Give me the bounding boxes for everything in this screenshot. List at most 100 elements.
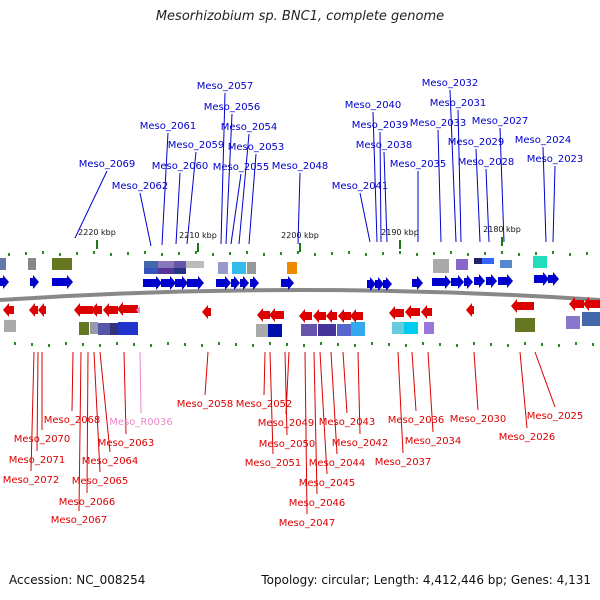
grid-dot (14, 342, 16, 345)
grid-dot (133, 343, 135, 346)
scale-tick-label: 2180 kbp (483, 225, 521, 234)
forward-gene-arrow (161, 276, 176, 290)
grid-dot (297, 251, 299, 254)
gene-label-reverse: Meso_2058 (177, 399, 234, 410)
grid-dot (218, 342, 220, 345)
gene-leader-line (99, 351, 111, 453)
gene-leader-line (383, 151, 388, 243)
forward-gene-arrow (240, 276, 249, 290)
forward-gene-arrow (486, 274, 497, 288)
forward-gene-arrow (0, 275, 9, 289)
grid-dot (280, 252, 282, 255)
grid-dot (246, 251, 248, 254)
grid-dot (303, 344, 305, 347)
gene-label-forward: Meso_2039 (352, 120, 409, 131)
grid-dot (127, 252, 129, 255)
grid-dot (235, 343, 237, 346)
forward-gene-arrow (474, 274, 485, 288)
reverse-gene-arrow (338, 309, 351, 323)
forward-gene-arrow (30, 275, 39, 289)
gene-label-forward: Meso_2054 (221, 122, 278, 133)
gene-label-reverse: Meso_2049 (258, 418, 315, 429)
gene-label-forward: Meso_2032 (422, 78, 479, 89)
reverse-gene-arrow (389, 306, 404, 320)
gene-label-reverse: Meso_2042 (332, 438, 389, 449)
feature-block (424, 322, 434, 334)
gene-leader-line (427, 351, 434, 433)
genome-summary: Topology: circular; Length: 4,412,446 bp… (261, 573, 591, 587)
rna-gene-arrow (136, 306, 140, 314)
gene-label-forward: Meso_2038 (356, 140, 413, 151)
gene-label-forward: Meso_2059 (168, 140, 225, 151)
feature-block (144, 268, 158, 274)
forward-gene-arrow (498, 274, 513, 288)
gene-label-forward: Meso_2024 (515, 135, 572, 146)
feature-block (351, 322, 365, 336)
reverse-gene-arrow (257, 308, 270, 322)
gene-leader-line (397, 351, 404, 454)
genome-backbone (0, 288, 600, 302)
grid-dot (229, 252, 231, 255)
gene-label-forward: Meso_2027 (472, 116, 529, 127)
feature-block (110, 323, 118, 335)
gene-label-reverse: Meso_R0036 (109, 417, 173, 428)
gene-leader-line (86, 351, 89, 494)
gene-leader-line (519, 351, 528, 429)
grid-dot (82, 343, 84, 346)
feature-block (515, 318, 535, 332)
gene-leader-line (238, 133, 250, 245)
feature-block (90, 322, 98, 334)
reverse-gene-arrow (350, 309, 363, 323)
forward-gene-arrow (143, 276, 162, 290)
grid-dot (201, 344, 203, 347)
feature-block (158, 261, 174, 268)
gene-leader-line (359, 192, 371, 243)
forward-gene-arrow (281, 276, 294, 290)
grid-dot (331, 252, 333, 255)
scale-tick-label: 2210 kbp (179, 231, 217, 240)
gene-label-reverse: Meso_2067 (51, 515, 108, 526)
gene-leader-line (71, 351, 74, 412)
grid-dot (524, 342, 526, 345)
forward-gene-arrow (451, 275, 464, 289)
gene-label-reverse: Meso_2044 (309, 458, 366, 469)
feature-block (566, 316, 580, 329)
forward-gene-arrow (375, 277, 384, 291)
reverse-gene-arrow (117, 302, 138, 316)
feature-block (0, 258, 6, 270)
gene-label-reverse: Meso_2072 (3, 475, 60, 486)
forward-gene-arrow (432, 275, 451, 289)
gene-leader-line (379, 131, 382, 243)
grid-dot (314, 253, 316, 256)
gene-label-reverse: Meso_2047 (279, 518, 336, 529)
reverse-gene-arrow (569, 297, 584, 311)
gene-label-reverse: Meso_2034 (405, 436, 462, 447)
gene-leader-line (248, 153, 257, 245)
gene-label-forward: Meso_2041 (332, 181, 389, 192)
gene-label-forward: Meso_2062 (112, 181, 169, 192)
gene-leader-line (319, 351, 328, 475)
gene-label-forward: Meso_2023 (527, 154, 584, 165)
feature-block (256, 324, 268, 337)
gene-label-reverse: Meso_2071 (9, 455, 66, 466)
gene-leader-line (269, 351, 274, 455)
reverse-gene-arrow (91, 303, 102, 317)
gene-leader-line (342, 351, 348, 414)
feature-block (500, 260, 512, 268)
grid-dot (484, 252, 486, 255)
gene-label-forward: Meso_2040 (345, 100, 402, 111)
grid-dot (286, 343, 288, 346)
gene-label-reverse: Meso_2050 (259, 439, 316, 450)
feature-block (174, 268, 186, 274)
reverse-gene-arrow (269, 308, 284, 322)
gene-leader-line (204, 351, 209, 396)
grid-dot (42, 251, 44, 254)
grid-dot (490, 343, 492, 346)
gene-leader-line (357, 351, 361, 435)
gene-leader-line (139, 351, 142, 414)
reverse-gene-arrow (511, 299, 534, 313)
grid-dot (450, 251, 452, 254)
grid-dot (586, 252, 588, 255)
gene-leader-line (36, 351, 39, 452)
